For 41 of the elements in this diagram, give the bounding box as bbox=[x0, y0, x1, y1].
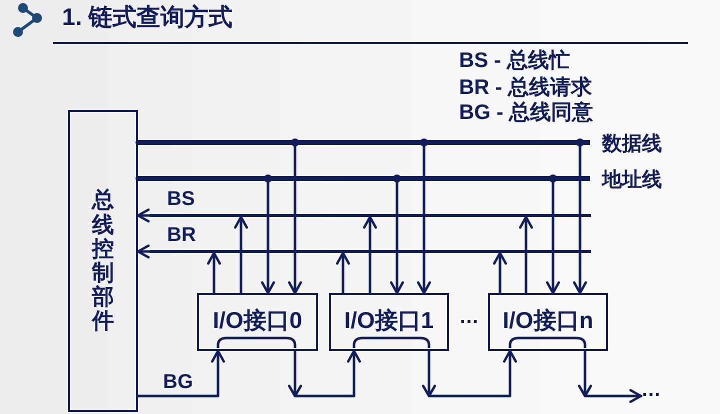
arrow bbox=[417, 138, 431, 294]
bus-label: 数据线 bbox=[602, 132, 662, 154]
controller-box bbox=[68, 110, 138, 412]
ellipsis-text: … bbox=[641, 379, 661, 401]
abbreviation-note: BR - 总线请求 bbox=[459, 75, 592, 101]
abbreviation-note: BS - 总线忙 bbox=[459, 48, 570, 74]
controller-label: 总线控制部件 bbox=[92, 188, 114, 334]
signal-label: BS bbox=[167, 188, 195, 210]
interface-box bbox=[488, 293, 608, 351]
interface-label: I/O接口0 bbox=[212, 308, 302, 332]
title: 1. 链式查询方式 bbox=[62, 6, 233, 30]
arrow bbox=[336, 252, 350, 294]
connector-line bbox=[136, 140, 152, 145]
signal-label: BR bbox=[167, 224, 196, 246]
arrow bbox=[136, 244, 152, 258]
arrow bbox=[288, 138, 302, 294]
bus-label: 地址线 bbox=[602, 168, 662, 190]
arrow bbox=[136, 208, 152, 222]
arrow bbox=[422, 350, 517, 398]
arrow bbox=[261, 174, 275, 294]
arrow bbox=[234, 216, 248, 294]
abbreviation-note: BG - 总线同意 bbox=[459, 100, 594, 126]
arrow bbox=[288, 350, 361, 398]
arrow bbox=[207, 252, 221, 294]
interface-label: I/O接口1 bbox=[344, 308, 434, 332]
signal-line bbox=[150, 214, 591, 217]
arrow bbox=[390, 174, 404, 294]
arrow bbox=[519, 216, 533, 294]
arrow bbox=[136, 350, 225, 398]
arrow bbox=[363, 216, 377, 294]
interface-box bbox=[329, 293, 449, 351]
arrow bbox=[573, 138, 587, 294]
arrow bbox=[546, 174, 560, 294]
interface-box bbox=[197, 293, 318, 351]
connector-line bbox=[136, 176, 152, 181]
arrow bbox=[578, 350, 642, 403]
arrow bbox=[493, 252, 507, 294]
interface-label: I/O接口n bbox=[502, 308, 594, 332]
edge-label: BG bbox=[163, 371, 193, 393]
signal-line bbox=[150, 250, 591, 253]
ellipsis-text: … bbox=[459, 306, 479, 328]
